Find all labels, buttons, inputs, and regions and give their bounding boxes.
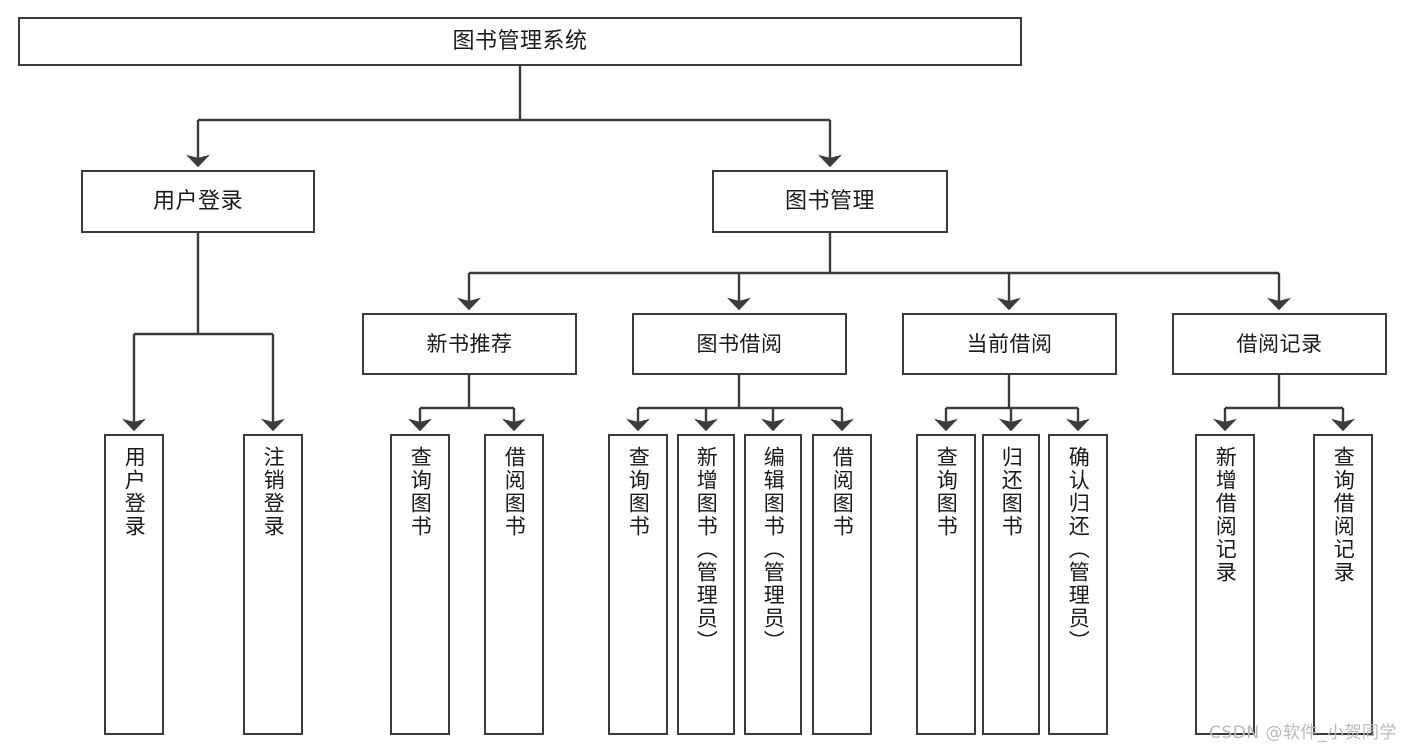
node-label: 查询借阅记录 (1331, 446, 1356, 584)
node-label: 借阅图书 (502, 446, 527, 538)
node-leaf-user-logout[interactable]: 注销登录 (243, 434, 303, 735)
node-leaf-query-book-current[interactable]: 查询图书 (916, 434, 976, 735)
node-leaf-query-book-recommend[interactable]: 查询图书 (390, 434, 450, 735)
node-leaf-edit-book[interactable]: 编辑图书（管理员） (744, 434, 802, 735)
node-label: 图书管理 (784, 188, 875, 214)
node-label: 用户登录 (122, 446, 147, 538)
node-current-borrow[interactable]: 当前借阅 (902, 313, 1117, 375)
node-label: 借阅记录 (1236, 331, 1323, 356)
node-leaf-user-login[interactable]: 用户登录 (104, 434, 164, 735)
node-user-login[interactable]: 用户登录 (81, 170, 315, 233)
node-label: 新增借阅记录 (1213, 446, 1238, 584)
node-label: 借阅图书 (830, 446, 855, 538)
node-label: 查询图书 (626, 446, 651, 538)
node-label: 编辑图书（管理员） (761, 446, 786, 653)
node-label: 用户登录 (152, 188, 243, 214)
node-leaf-borrow-book[interactable]: 借阅图书 (812, 434, 872, 735)
node-book-borrow[interactable]: 图书借阅 (632, 313, 847, 375)
node-leaf-add-borrow-record[interactable]: 新增借阅记录 (1195, 434, 1255, 735)
node-label: 注销登录 (261, 446, 286, 538)
csdn-watermark: CSDN @软件_小贺同学 (1209, 723, 1397, 743)
node-label: 新增图书（管理员） (694, 446, 719, 653)
node-new-book-recommend[interactable]: 新书推荐 (362, 313, 577, 375)
node-label: 查询图书 (934, 446, 959, 538)
node-label: 归还图书 (999, 446, 1024, 538)
node-label: 新书推荐 (426, 331, 513, 356)
node-borrow-record[interactable]: 借阅记录 (1172, 313, 1387, 375)
node-label: 查询图书 (408, 446, 433, 538)
node-root-book-management-system[interactable]: 图书管理系统 (18, 17, 1022, 66)
node-leaf-add-book[interactable]: 新增图书（管理员） (677, 434, 735, 735)
node-label: 图书借阅 (696, 331, 783, 356)
node-leaf-query-book-borrow[interactable]: 查询图书 (608, 434, 668, 735)
node-leaf-borrow-book-recommend[interactable]: 借阅图书 (484, 434, 544, 735)
node-label: 确认归还（管理员） (1066, 446, 1091, 653)
node-leaf-query-borrow-record[interactable]: 查询借阅记录 (1313, 434, 1373, 735)
node-label: 图书管理系统 (452, 28, 588, 54)
node-label: 当前借阅 (966, 331, 1053, 356)
node-leaf-return-book[interactable]: 归还图书 (982, 434, 1040, 735)
node-leaf-confirm-return[interactable]: 确认归还（管理员） (1048, 434, 1108, 735)
node-book-management[interactable]: 图书管理 (712, 170, 948, 233)
